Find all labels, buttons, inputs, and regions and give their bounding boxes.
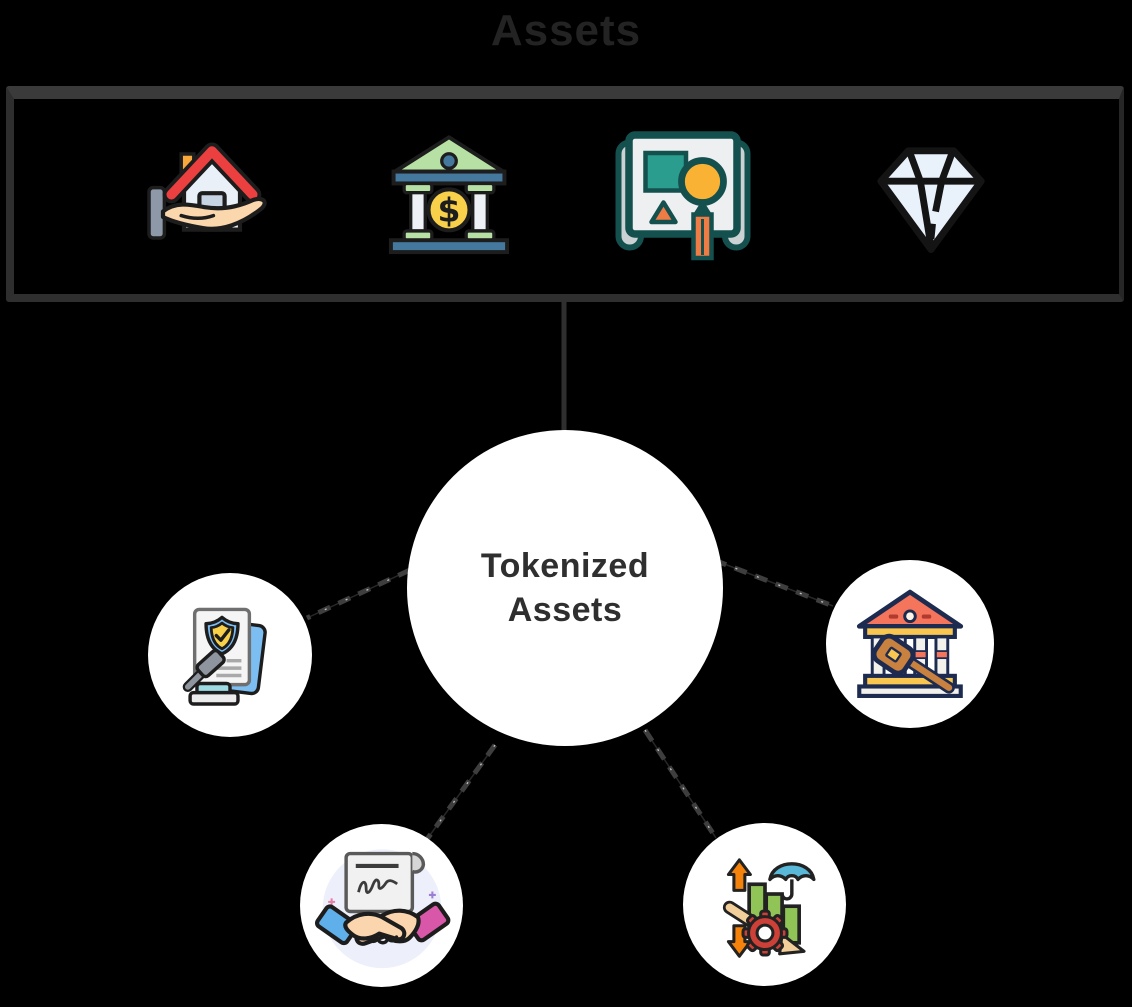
connector-handshake	[422, 743, 498, 844]
contract-handshake-icon	[314, 848, 450, 968]
satellite-node-risk	[683, 823, 846, 986]
diagram-title: Assets	[490, 6, 642, 55]
connector-risk	[642, 728, 719, 840]
blueprint-design-icon	[615, 131, 751, 261]
compliance-document-shield-gavel-icon	[182, 607, 267, 706]
courthouse-gavel-icon	[856, 589, 964, 698]
center-node-tokenized-assets: Tokenized Assets	[407, 430, 723, 746]
house-in-hand-icon	[147, 142, 267, 240]
center-label-line1: Tokenized	[480, 547, 650, 585]
risk-management-icon	[722, 857, 816, 958]
diamond-icon	[877, 147, 985, 254]
center-label-line2: Assets	[507, 591, 623, 629]
bank-dollar-icon: $	[388, 135, 510, 255]
svg-text:$: $	[438, 191, 461, 230]
satellite-node-courthouse	[826, 560, 994, 728]
satellite-node-compliance	[148, 573, 312, 737]
satellite-node-agreement	[300, 824, 463, 987]
connector-courthouse	[713, 557, 834, 609]
connector-compliance	[305, 567, 412, 621]
